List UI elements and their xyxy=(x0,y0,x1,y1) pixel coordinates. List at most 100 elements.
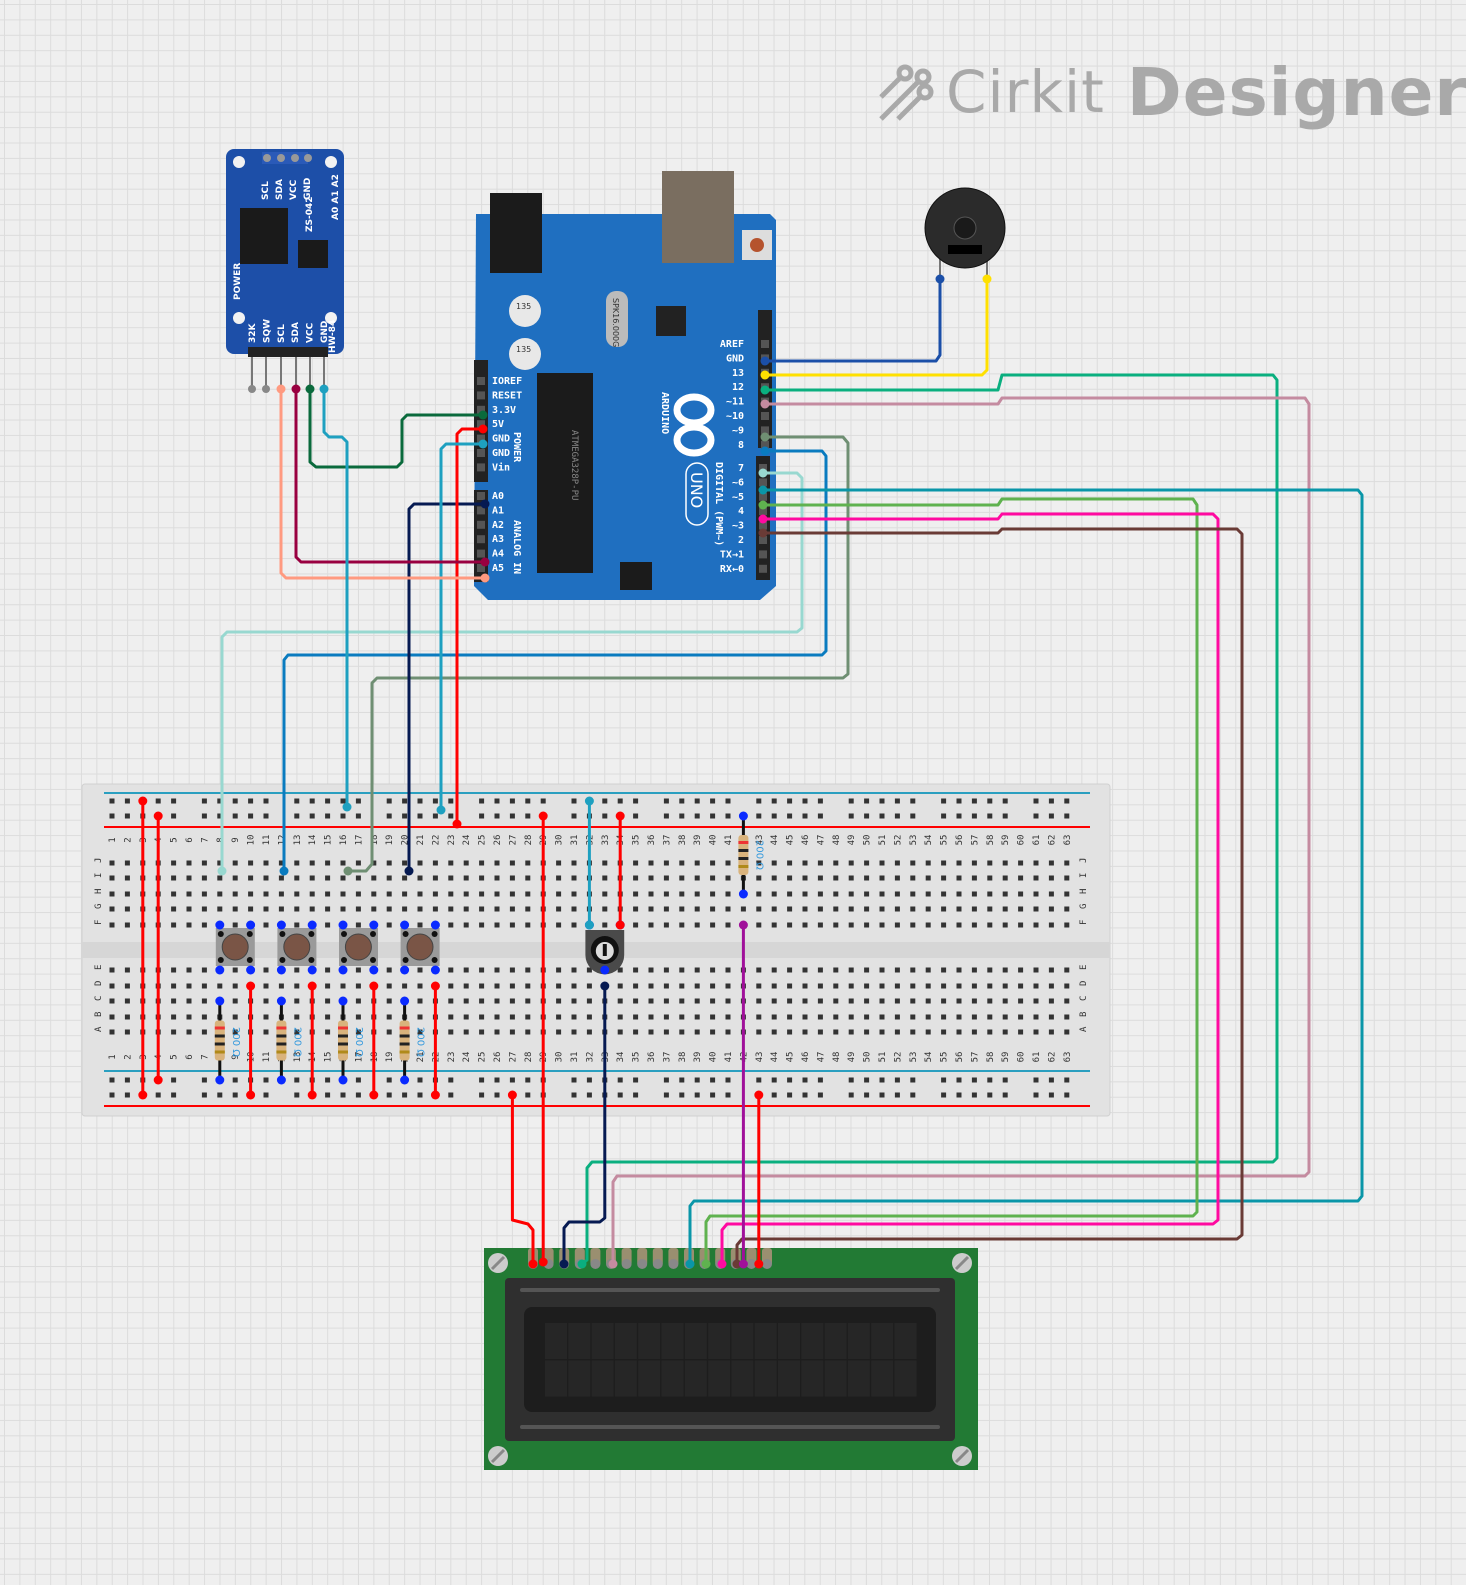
breadboard-hole[interactable] xyxy=(171,998,177,1004)
rail-hole[interactable] xyxy=(910,798,916,804)
breadboard-hole[interactable] xyxy=(278,875,284,881)
breadboard-hole[interactable] xyxy=(494,906,500,912)
breadboard-hole[interactable] xyxy=(894,1029,900,1035)
wire-endpoint[interactable] xyxy=(369,1090,379,1100)
breadboard-hole[interactable] xyxy=(694,906,700,912)
breadboard-hole[interactable] xyxy=(171,860,177,866)
breadboard-hole[interactable] xyxy=(802,967,808,973)
rail-hole[interactable] xyxy=(525,1092,531,1098)
rail-hole[interactable] xyxy=(756,813,762,819)
breadboard-hole[interactable] xyxy=(479,860,485,866)
breadboard-hole[interactable] xyxy=(417,860,423,866)
breadboard-hole[interactable] xyxy=(109,983,115,989)
pushbutton[interactable] xyxy=(215,920,256,975)
breadboard-hole[interactable] xyxy=(879,891,885,897)
breadboard-hole[interactable] xyxy=(571,998,577,1004)
breadboard-hole[interactable] xyxy=(848,891,854,897)
wire-endpoint[interactable] xyxy=(369,981,379,991)
breadboard-hole[interactable] xyxy=(571,983,577,989)
rail-hole[interactable] xyxy=(1002,798,1008,804)
breadboard-hole[interactable] xyxy=(771,1014,777,1020)
breadboard-hole[interactable] xyxy=(417,906,423,912)
breadboard-hole[interactable] xyxy=(1048,906,1054,912)
rail-hole[interactable] xyxy=(309,798,315,804)
breadboard-hole[interactable] xyxy=(325,891,331,897)
breadboard-hole[interactable] xyxy=(1002,998,1008,1004)
breadboard-hole[interactable] xyxy=(171,1014,177,1020)
breadboard-hole[interactable] xyxy=(124,891,130,897)
breadboard-hole[interactable] xyxy=(663,891,669,897)
breadboard-hole[interactable] xyxy=(879,967,885,973)
rail-hole[interactable] xyxy=(386,798,392,804)
breadboard-hole[interactable] xyxy=(525,875,531,881)
breadboard-hole[interactable] xyxy=(494,860,500,866)
breadboard-hole[interactable] xyxy=(325,922,331,928)
breadboard-hole[interactable] xyxy=(402,875,408,881)
breadboard-hole[interactable] xyxy=(586,967,592,973)
breadboard-hole[interactable] xyxy=(925,998,931,1004)
breadboard-hole[interactable] xyxy=(941,922,947,928)
breadboard-hole[interactable] xyxy=(294,906,300,912)
breadboard-hole[interactable] xyxy=(941,875,947,881)
breadboard-hole[interactable] xyxy=(201,998,207,1004)
wire-endpoint[interactable] xyxy=(153,1075,163,1085)
breadboard-hole[interactable] xyxy=(479,983,485,989)
breadboard-hole[interactable] xyxy=(278,983,284,989)
rail-hole[interactable] xyxy=(355,1092,361,1098)
breadboard-hole[interactable] xyxy=(987,922,993,928)
breadboard-hole[interactable] xyxy=(879,922,885,928)
breadboard-hole[interactable] xyxy=(971,906,977,912)
breadboard-hole[interactable] xyxy=(509,922,515,928)
breadboard-hole[interactable] xyxy=(340,875,346,881)
breadboard-hole[interactable] xyxy=(494,922,500,928)
rail-hole[interactable] xyxy=(432,813,438,819)
breadboard-hole[interactable] xyxy=(1033,1014,1039,1020)
breadboard-hole[interactable] xyxy=(694,922,700,928)
breadboard-hole[interactable] xyxy=(725,983,731,989)
breadboard-hole[interactable] xyxy=(124,906,130,912)
breadboard-hole[interactable] xyxy=(987,891,993,897)
breadboard-hole[interactable] xyxy=(956,906,962,912)
rail-hole[interactable] xyxy=(602,813,608,819)
breadboard-hole[interactable] xyxy=(602,875,608,881)
breadboard-hole[interactable] xyxy=(617,1014,623,1020)
breadboard-hole[interactable] xyxy=(648,983,654,989)
breadboard-hole[interactable] xyxy=(263,922,269,928)
breadboard-hole[interactable] xyxy=(1048,922,1054,928)
breadboard-hole[interactable] xyxy=(525,860,531,866)
breadboard-hole[interactable] xyxy=(386,875,392,881)
breadboard-hole[interactable] xyxy=(294,1014,300,1020)
breadboard-hole[interactable] xyxy=(1064,860,1070,866)
wire-endpoint[interactable] xyxy=(559,1259,569,1269)
pushbutton[interactable] xyxy=(276,920,317,975)
rail-hole[interactable] xyxy=(109,1077,115,1083)
breadboard-hole[interactable] xyxy=(756,906,762,912)
breadboard-hole[interactable] xyxy=(787,891,793,897)
rail-hole[interactable] xyxy=(663,798,669,804)
rail-hole[interactable] xyxy=(325,1092,331,1098)
breadboard-hole[interactable] xyxy=(509,906,515,912)
breadboard-hole[interactable] xyxy=(987,1014,993,1020)
breadboard-hole[interactable] xyxy=(109,891,115,897)
rail-hole[interactable] xyxy=(956,813,962,819)
breadboard-hole[interactable] xyxy=(802,891,808,897)
breadboard-hole[interactable] xyxy=(864,922,870,928)
lcd-pin[interactable] xyxy=(652,1259,663,1269)
breadboard-hole[interactable] xyxy=(833,860,839,866)
rail-hole[interactable] xyxy=(171,798,177,804)
breadboard-hole[interactable] xyxy=(633,875,639,881)
resistor[interactable]: 200 Ω xyxy=(738,811,764,899)
lcd-pin[interactable] xyxy=(762,1259,772,1269)
wire-endpoint[interactable] xyxy=(760,432,770,442)
rail-hole[interactable] xyxy=(633,1092,639,1098)
wire-endpoint[interactable] xyxy=(246,1090,256,1100)
breadboard-hole[interactable] xyxy=(1064,906,1070,912)
breadboard-hole[interactable] xyxy=(771,998,777,1004)
breadboard-hole[interactable] xyxy=(1018,922,1024,928)
rail-hole[interactable] xyxy=(956,798,962,804)
breadboard-hole[interactable] xyxy=(756,875,762,881)
wire-endpoint[interactable] xyxy=(584,796,594,806)
breadboard-hole[interactable] xyxy=(710,891,716,897)
breadboard-hole[interactable] xyxy=(386,906,392,912)
breadboard-hole[interactable] xyxy=(494,1014,500,1020)
